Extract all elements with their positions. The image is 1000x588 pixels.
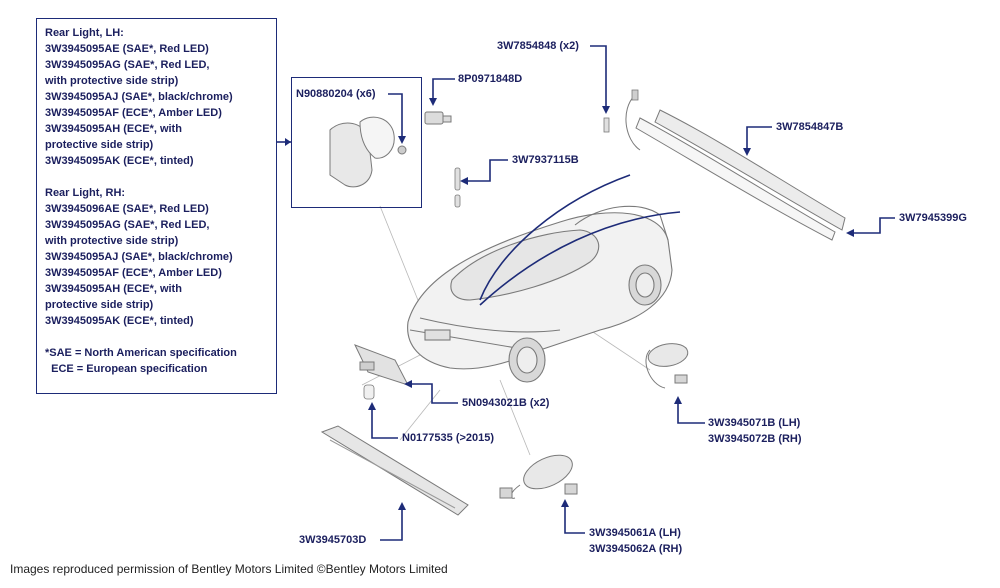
legend-line: 3W3945096AE (SAE*, Red LED)	[45, 203, 209, 215]
hood-strip-part	[635, 109, 846, 241]
part-label-8p0971848d: 8P0971848D	[458, 73, 523, 85]
part-label-n0177535: N0177535 (>2015)	[402, 432, 495, 444]
part-label-3w3945703d: 3W3945703D	[299, 534, 367, 546]
legend-line: 3W3945095AG (SAE*, Red LED,	[45, 59, 210, 71]
legend-line: 3W3945095AK (ECE*, tinted)	[45, 155, 194, 167]
legend-line: 3W3945095AH (ECE*, with	[45, 283, 182, 295]
copyright-footer: Images reproduced permission of Bentley …	[10, 562, 448, 576]
legend-line: protective side strip)	[45, 139, 154, 151]
part-label-3w7854848: 3W7854848 (x2)	[497, 40, 579, 52]
part-label-3w3945072b: 3W3945072B (RH)	[708, 433, 802, 445]
rear-light-part	[329, 116, 407, 188]
rear-light-legend: Rear Light, LH: 3W3945095AE (SAE*, Red L…	[36, 18, 277, 394]
part-label-3w7854847b: 3W7854847B	[776, 121, 844, 133]
legend-line: 3W3945095AG (SAE*, Red LED,	[45, 219, 210, 231]
rear-light-inset	[291, 77, 422, 208]
brake-light-part	[320, 425, 469, 516]
part-label-3w3945071b: 3W3945071B (LH)	[708, 417, 801, 429]
legend-line: protective side strip)	[45, 299, 154, 311]
legend-line: 3W3945095AK (ECE*, tinted)	[45, 315, 194, 327]
legend-line: 3W3945095AF (ECE*, Amber LED)	[45, 267, 222, 279]
part-label-5n0943021b: 5N0943021B (x2)	[462, 397, 550, 409]
legend-line: with protective side strip)	[45, 235, 179, 247]
legend-line: 3W3945095AJ (SAE*, black/chrome)	[45, 91, 233, 103]
legend-heading-rh: Rear Light, RH:	[45, 187, 126, 199]
legend-line: 3W3945095AH (ECE*, with	[45, 123, 182, 135]
part-label-3w3945061a: 3W3945061A (LH)	[589, 527, 681, 539]
legend-line: 3W3945095AF (ECE*, Amber LED)	[45, 107, 222, 119]
legend-heading-lh: Rear Light, LH:	[45, 27, 124, 39]
part-label-3w3945062a: 3W3945062A (RH)	[589, 543, 683, 555]
part-label-n90880204: N90880204 (x6)	[296, 88, 376, 100]
legend-line: with protective side strip)	[45, 75, 179, 87]
car-illustration	[407, 205, 673, 383]
part-label-3w7945399g: 3W7945399G	[899, 212, 967, 224]
part-label-3w7937115b: 3W7937115B	[512, 154, 579, 166]
legend-line: 3W3945095AE (SAE*, Red LED)	[45, 43, 209, 55]
legend-footnote-sae: *SAE = North American specification	[45, 347, 237, 359]
legend-line: 3W3945095AJ (SAE*, black/chrome)	[45, 251, 233, 263]
legend-footnote-ece: ECE = European specification	[45, 363, 208, 375]
